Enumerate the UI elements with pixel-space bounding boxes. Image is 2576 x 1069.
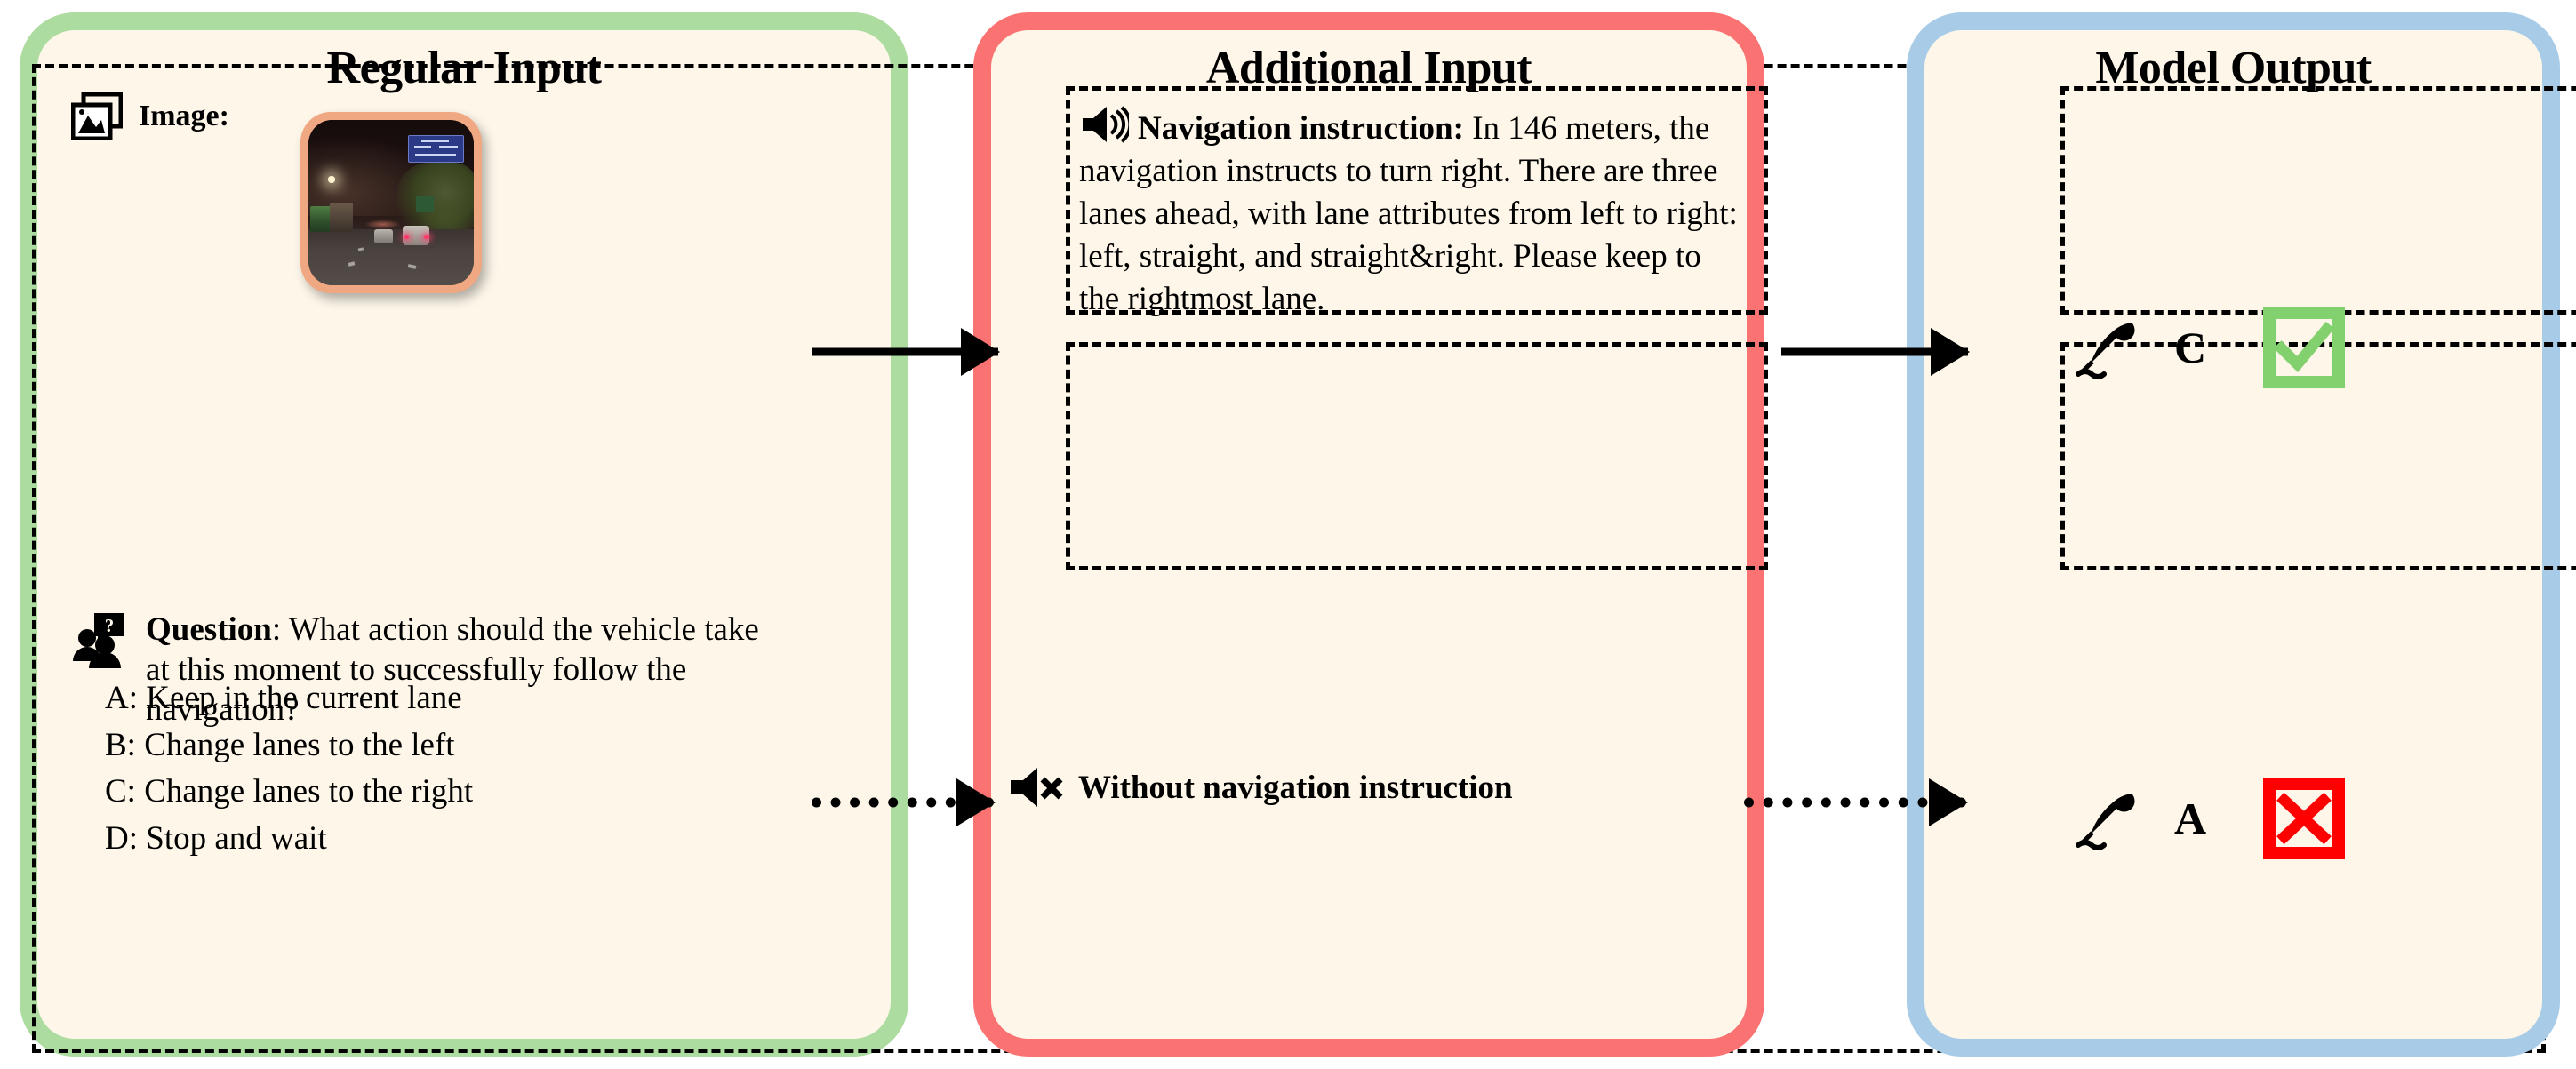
- option-c[interactable]: C: Change lanes to the right: [105, 773, 474, 810]
- without-navigation-dashed-box: [1066, 342, 1768, 570]
- panel-title-additional-input: Additional Input: [1205, 43, 1532, 93]
- speaker-muted-icon: [1009, 766, 1066, 809]
- option-b[interactable]: B: Change lanes to the left: [105, 726, 455, 763]
- model-output-result-incorrect: A: [2071, 778, 2346, 859]
- image-label: Image:: [139, 100, 229, 132]
- photo-stack-icon: [71, 92, 123, 140]
- panel-additional-input: Additional Input: [973, 12, 1764, 1057]
- model-answer-letter-incorrect: A: [2174, 794, 2207, 843]
- panel-model-output: Model Output: [1907, 12, 2560, 1057]
- svg-text:?: ?: [105, 615, 115, 636]
- answer-options-list: A: Keep in the current lane B: Change la…: [105, 675, 473, 862]
- quill-pen-icon: [2071, 315, 2139, 379]
- navigation-instruction-block: Navigation instruction: In 146 meters, t…: [1074, 92, 1763, 317]
- image-row: Image:: [71, 92, 229, 140]
- question-body: : What action should the vehicle take at…: [146, 611, 759, 729]
- navigation-instruction-prefix: Navigation instruction:: [1138, 110, 1464, 147]
- option-a[interactable]: A: Keep in the current lane: [105, 680, 462, 716]
- question-row: ? Question: What action should the vehic…: [71, 610, 844, 730]
- check-box-icon: [2263, 307, 2346, 388]
- option-d[interactable]: D: Stop and wait: [105, 819, 327, 857]
- navigation-instruction-dashed-box: [1066, 86, 1768, 315]
- input-photo-thumbnail: [300, 112, 482, 293]
- question-prefix: Question: [146, 611, 272, 648]
- cross-box-icon: [2263, 778, 2346, 859]
- without-navigation-label: Without navigation instruction: [1078, 769, 1513, 806]
- question-text: Question: What action should the vehicle…: [146, 610, 768, 730]
- speaker-on-icon: [1079, 105, 1129, 144]
- panel-title-model-output: Model Output: [2095, 43, 2372, 93]
- model-output-result-correct: C: [2071, 307, 2346, 388]
- night-road-photo: [308, 120, 474, 285]
- model-answer-letter-correct: C: [2174, 323, 2207, 372]
- without-navigation-row: Without navigation instruction: [1009, 766, 1513, 809]
- navigation-instruction-text: Navigation instruction: In 146 meters, t…: [1079, 105, 1747, 321]
- road-sign-blue: [407, 134, 464, 164]
- quill-pen-icon: [2071, 786, 2139, 850]
- model-output-dashed-box-top: [2060, 86, 2576, 315]
- people-question-icon: ?: [71, 613, 130, 668]
- navigation-instruction-body: In 146 meters, the navigation instructs …: [1079, 110, 1738, 318]
